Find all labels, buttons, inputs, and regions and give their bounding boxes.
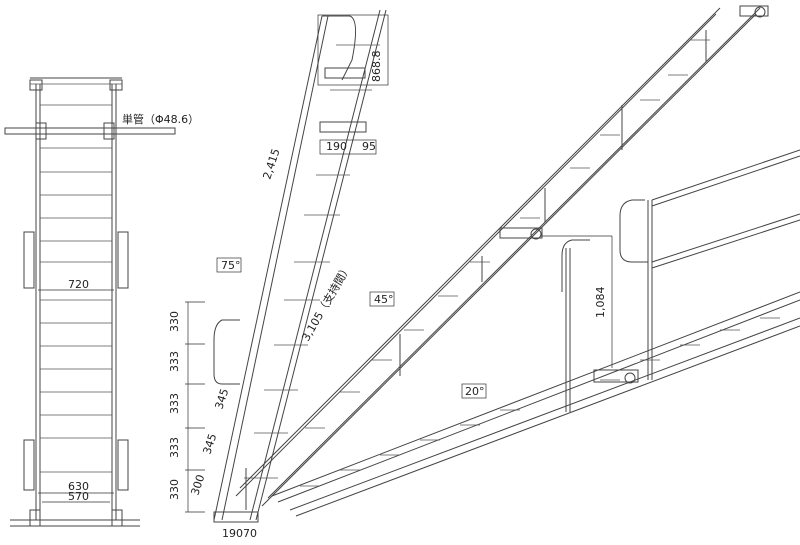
angle-20-label: 20° [465, 385, 485, 398]
pitch-3: 300 [188, 473, 207, 497]
base-95: 95 [362, 140, 376, 153]
rise-5: 330 [168, 479, 181, 500]
front-view-ladder [4, 77, 176, 527]
length-upper: 2,415 [260, 147, 282, 181]
angle-75-label: 75° [221, 259, 241, 272]
stair-45-side-view [235, 5, 769, 510]
front-width-main: 720 [68, 278, 89, 291]
ladder-75-side-view [185, 9, 389, 523]
front-width-inner: 570 [68, 490, 89, 503]
front-width-step: 630 [68, 480, 89, 493]
support-span: 3,105（支持間） [298, 262, 353, 344]
angle-45-label: 45° [374, 293, 394, 306]
pitch-1: 345 [212, 387, 231, 411]
rise-1: 330 [168, 311, 181, 332]
rise-4: 333 [168, 437, 181, 458]
base-190: 190 [326, 140, 347, 153]
handrail-height: 1,084 [594, 287, 607, 319]
pipe-label: 単管（Φ48.6） [122, 112, 199, 126]
pitch-2: 345 [200, 432, 219, 456]
bottom-dim: 19070 [222, 527, 257, 540]
rise-2: 333 [168, 351, 181, 372]
stair-20-side-view [271, 149, 800, 517]
height-top: 868.8 [370, 51, 383, 83]
rise-3: 333 [168, 393, 181, 414]
